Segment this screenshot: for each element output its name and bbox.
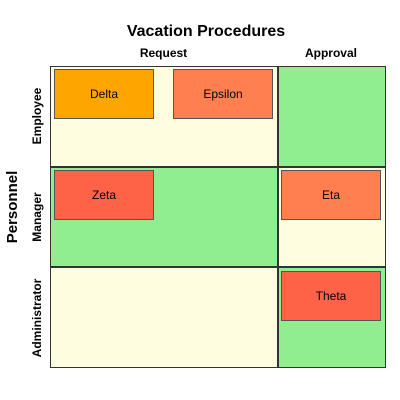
cell-administrator-request [51,267,278,367]
task-delta[interactable]: Delta [54,69,154,119]
lane-label-administrator: Administrator [30,278,44,358]
lane-divider [51,266,385,268]
task-eta[interactable]: Eta [281,170,381,220]
column-header-approval: Approval [304,46,357,60]
column-header-request: Request [139,46,188,60]
task-zeta[interactable]: Zeta [54,170,154,220]
pool-label-personnel: Personnel [4,170,21,244]
lane-label-employee: Employee [30,87,44,145]
diagram-title: Vacation Procedures [126,23,286,40]
task-epsilon[interactable]: Epsilon [173,69,273,119]
cell-employee-approval [278,67,385,167]
lane-label-manager: Manager [30,192,44,242]
task-theta[interactable]: Theta [281,271,381,321]
column-divider [277,67,279,367]
lane-divider [51,166,385,168]
